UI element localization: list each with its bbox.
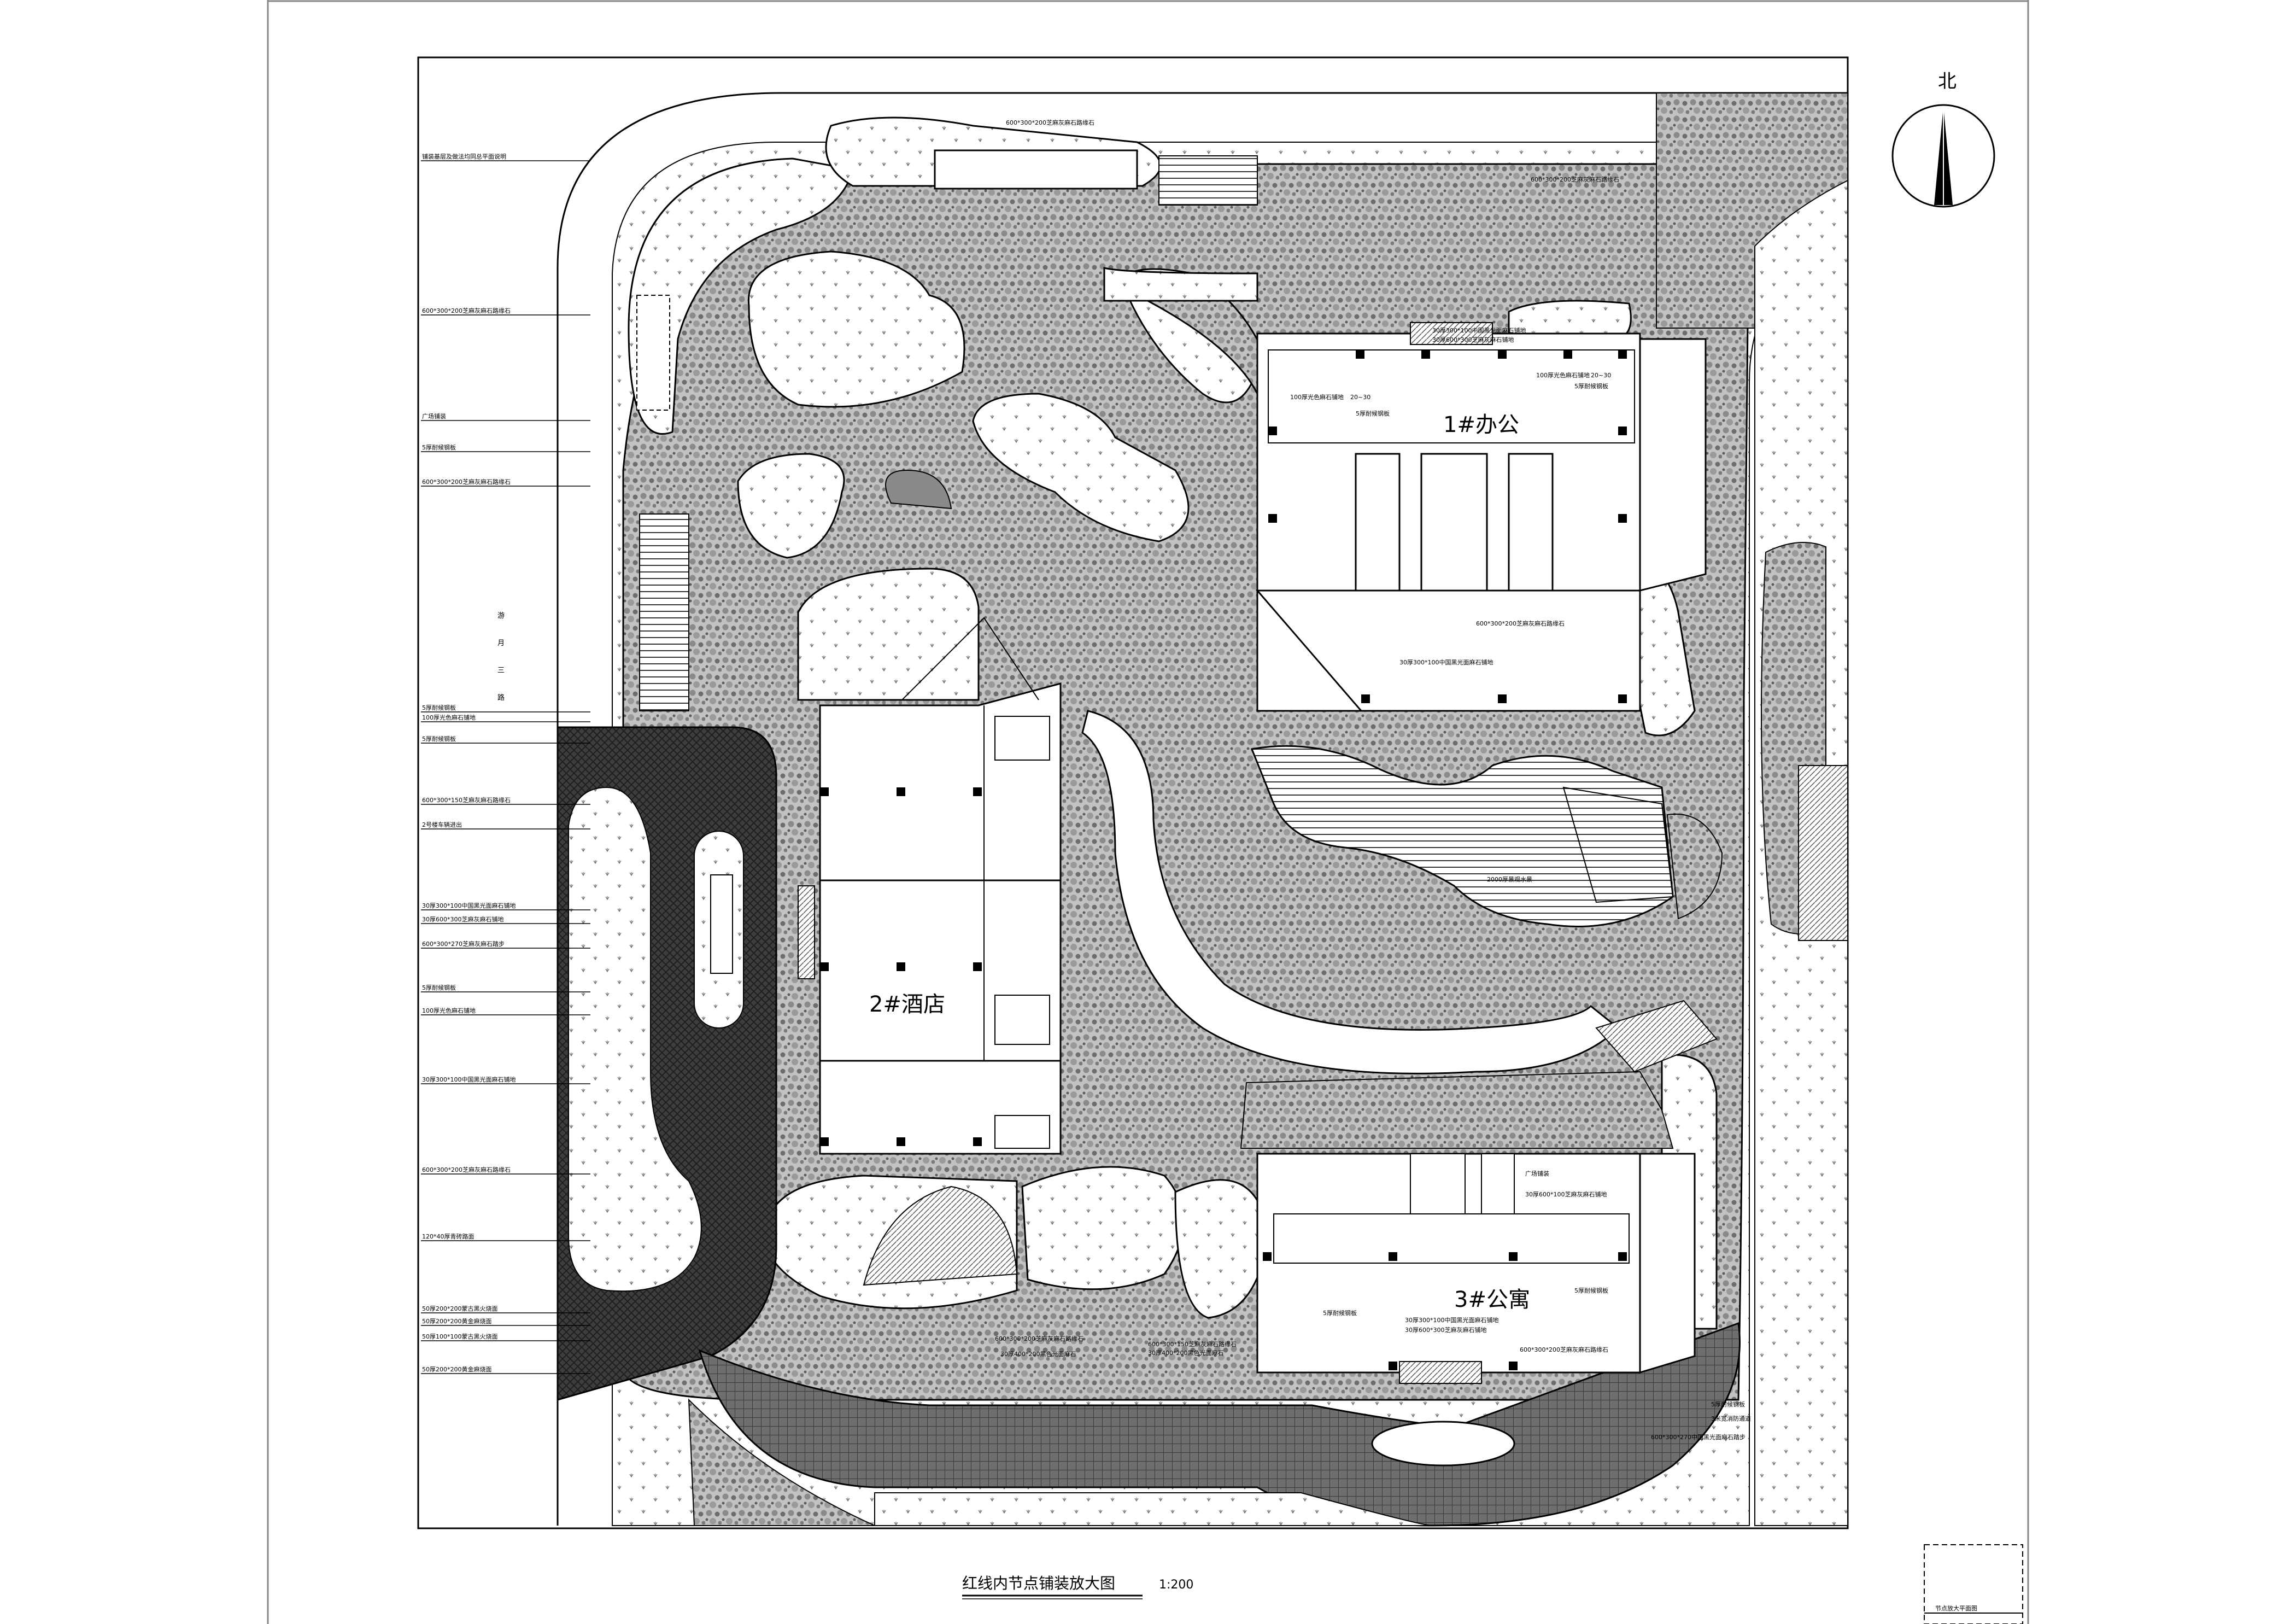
label-office-dim: 20~30 <box>1350 394 1370 401</box>
road-edge <box>557 92 1848 1526</box>
label-apt-f: 600*300*200芝麻灰麻石路缘石 <box>1520 1346 1608 1353</box>
street-char-4: 路 <box>497 693 505 702</box>
feature-pad-a <box>885 469 952 510</box>
label-apt-b: 30厚600*100芝麻灰麻石铺地 <box>1525 1190 1607 1198</box>
callout-text: 广场铺装 <box>422 412 446 420</box>
label-top-curb: 600*300*200芝麻灰麻石路缘石 <box>1006 119 1094 126</box>
street-name: 游 月 三 路 <box>497 612 505 702</box>
callout-text: 30厚600*300芝麻灰麻石铺地 <box>422 915 504 923</box>
callout-text: 5厚耐候钢板 <box>422 735 456 743</box>
sheet-frame <box>267 0 2029 1624</box>
lower-gravel-strip <box>688 1398 875 1526</box>
stamp-label: 节点放大平面图 <box>1935 1604 1977 1612</box>
office-side-ramp <box>1639 338 1707 592</box>
callout-text: 50厚200*200黄金麻烧面 <box>422 1317 492 1325</box>
hotel-label: 2#酒店 <box>869 992 945 1017</box>
street-char-2: 月 <box>497 639 505 647</box>
label-water: 2000厚景观水景 <box>1487 876 1532 883</box>
apartment-building <box>1256 1153 1696 1384</box>
label-office-f: 30厚300*100中国黑光面麻石铺地 <box>1399 658 1493 666</box>
label-bot-a: 600*300*200芝麻灰麻石路缘石 <box>995 1335 1083 1342</box>
apartment-label: 3#公寓 <box>1454 1287 1530 1312</box>
bench-left <box>636 295 670 411</box>
street-char-3: 三 <box>497 667 505 675</box>
label-apt-e: 30厚600*300芝麻灰麻石铺地 <box>1405 1326 1487 1334</box>
stamp-box: 节点放大平面图 <box>1924 1544 2023 1624</box>
label-office-d: 5厚耐候钢板 <box>1356 410 1390 417</box>
label-bot-d: 30厚400*200黑色光面麻石 <box>1148 1349 1224 1357</box>
callout-text: 120*40厚青砖路面 <box>422 1232 475 1240</box>
callout-text: 50厚200*200蒙古黑火烧面 <box>422 1305 498 1312</box>
callout-text: 100厚光色麻石铺地 <box>422 714 476 721</box>
stair-ramp <box>1595 1000 1718 1073</box>
callout-text: 5厚耐候钢板 <box>422 704 456 711</box>
callout-text: 铺装基层及做法均同总平面说明 <box>422 153 506 160</box>
grid-pave-band <box>698 1322 1741 1527</box>
label-apt-c: 5厚耐候钢板 <box>1574 1287 1608 1294</box>
label-office-dim2: 20~30 <box>1591 372 1611 379</box>
hotel-building <box>798 617 1062 1155</box>
road-island-inner <box>710 874 733 974</box>
curb-band <box>1240 1071 1674 1149</box>
label-office-b: 30厚300*100中国黑光面麻石铺地 <box>1432 326 1526 334</box>
callout-text: 100厚光色麻石铺地 <box>422 1007 476 1014</box>
lower-lawn <box>874 1492 1433 1526</box>
parking-stripes-top <box>1158 155 1258 206</box>
callout-text: 30厚300*100中国黑光面麻石铺地 <box>422 1076 516 1083</box>
label-apt-d: 30厚300*100中国黑光面麻石铺地 <box>1405 1316 1499 1324</box>
parking-stripes-left <box>639 513 689 711</box>
label-office-e: 600*300*200芝麻灰麻石路缘石 <box>1476 620 1565 627</box>
street-char-1: 游 <box>497 612 505 620</box>
callout-text: 50厚100*100蒙古黑火烧面 <box>422 1333 498 1340</box>
callout-text: 600*300*200芝麻灰麻石路缘石 <box>422 1166 511 1173</box>
label-office-a: 100厚光色麻石铺地 <box>1290 393 1344 401</box>
oval-planter <box>1371 1421 1515 1467</box>
label-office-a2: 100厚光色麻石铺地 <box>1536 371 1590 379</box>
label-apt-c2: 5厚耐候钢板 <box>1323 1309 1357 1317</box>
callout-text: 5厚耐候钢板 <box>422 984 456 991</box>
road-island-left <box>568 786 702 1292</box>
callout-text: 600*300*270芝麻灰麻石踏步 <box>422 940 505 948</box>
callout-text: 30厚300*100中国黑光面麻石铺地 <box>422 902 516 909</box>
label-right-a: 5厚耐候钢板 <box>1711 1400 1745 1408</box>
drawing-title: 红线内节点铺装放大图 <box>962 1574 1115 1592</box>
plan-labels: 600*300*200芝麻灰麻石路缘石 600*300*200芝麻灰麻石路缘石 … <box>995 119 1751 1441</box>
water-side-planter <box>1666 813 1723 920</box>
callout-text: 5厚耐候钢板 <box>422 443 456 451</box>
drawing-scale: 1:200 <box>1159 1578 1193 1592</box>
label-bot-c: 600*300*150芝麻灰麻石路缘石 <box>1148 1340 1237 1348</box>
label-office-c: 30厚600*300芝麻灰麻石铺地 <box>1432 336 1514 343</box>
label-right-b: 3米宽消防通道 <box>1711 1415 1751 1422</box>
label-top-right-curb: 600*300*200芝麻灰麻石路缘石 <box>1531 176 1619 183</box>
callout-text: 50厚200*200黄金麻烧面 <box>422 1365 492 1373</box>
label-right-c: 600*300*270中国黑光面麻石踏步 <box>1651 1433 1746 1441</box>
right-grid-pave <box>1798 765 1848 941</box>
callout-text: 600*300*200芝麻灰麻石路缘石 <box>422 307 511 314</box>
title-block: 红线内节点铺装放大图 1:200 <box>962 1574 1193 1599</box>
label-office-d2: 5厚耐候钢板 <box>1574 382 1608 390</box>
office-label: 1#办公 <box>1443 412 1519 437</box>
office-building <box>1255 322 1641 712</box>
fan-paving <box>863 1185 1018 1286</box>
north-arrow <box>1891 104 1995 208</box>
callout-text: 600*300*200芝麻灰麻石路缘石 <box>422 478 511 486</box>
water-deck <box>1562 786 1674 903</box>
callout-leaders <box>421 160 590 1374</box>
callout-text: 2号楼车辆进出 <box>422 821 462 828</box>
callout-text: 600*300*150芝麻灰麻石路缘石 <box>422 796 511 804</box>
label-apt-a: 广场铺装 <box>1525 1170 1549 1177</box>
label-bot-b: 30厚400*200黑色光面麻石 <box>1000 1350 1076 1358</box>
north-label: 北 <box>1938 71 1957 92</box>
